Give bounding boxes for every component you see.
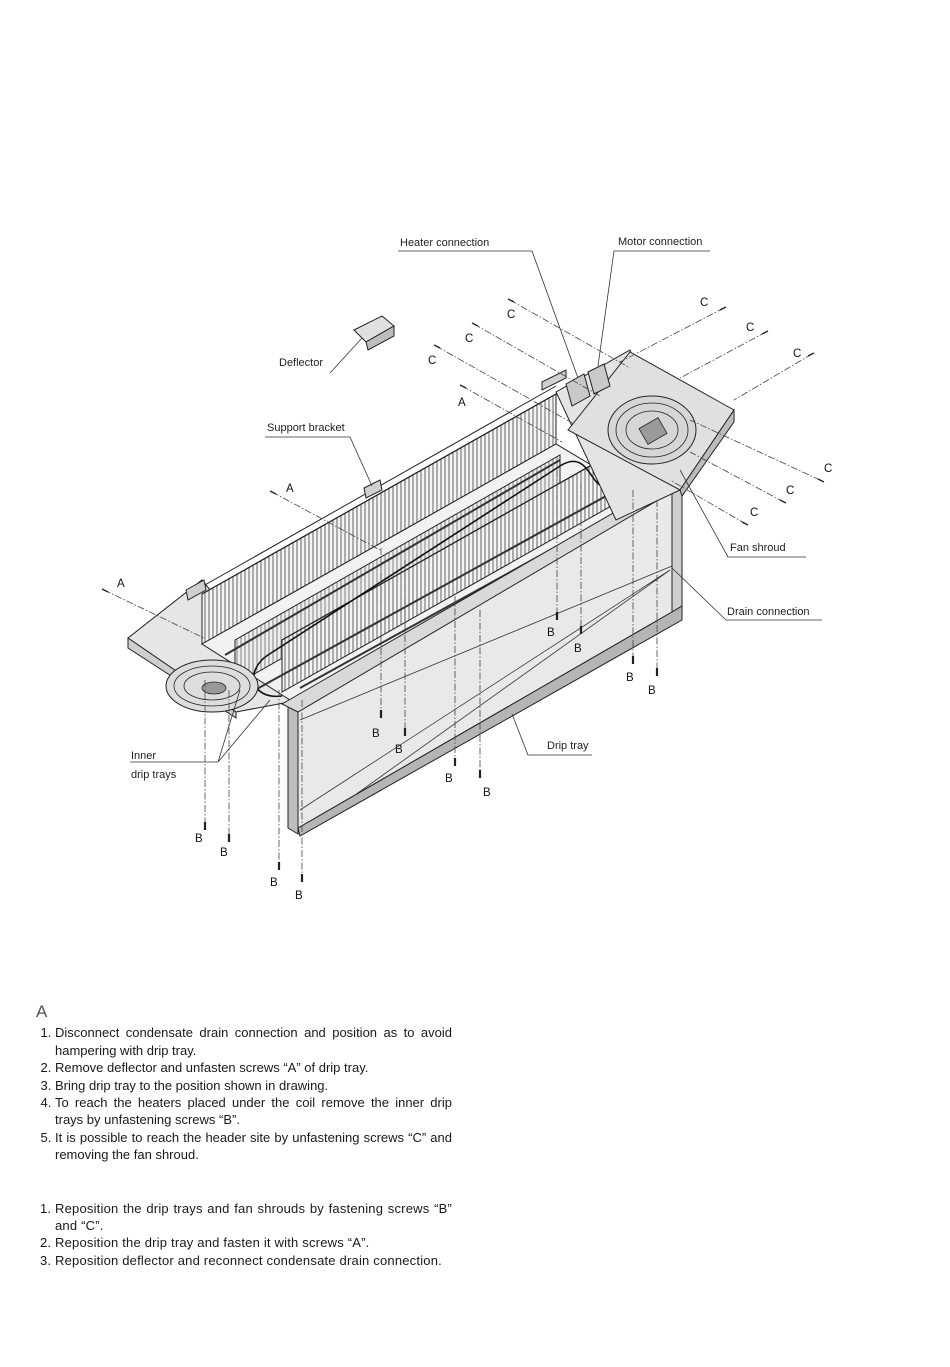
screw-letter-b: B	[395, 744, 403, 756]
removal-step: Remove deflector and unfasten screws “A”…	[55, 1059, 452, 1076]
screw-letter-b: B	[626, 672, 634, 684]
screw-letter-b: B	[445, 773, 453, 785]
reassembly-step: Reposition the drip trays and fan shroud…	[55, 1200, 452, 1235]
screw-letter-b: B	[195, 833, 203, 845]
drip-tray-side	[671, 485, 683, 613]
screw-letter-c: C	[824, 463, 832, 475]
label-deflector: Deflector	[279, 357, 323, 369]
screw-letter-b: B	[372, 728, 380, 740]
removal-step: To reach the heaters placed under the co…	[55, 1094, 452, 1129]
exploded-assembly-diagram: Heater connection Motor connection Defle…	[101, 236, 832, 902]
deflector	[353, 315, 395, 351]
screw-letter-c: C	[786, 485, 794, 497]
right-fan	[607, 395, 697, 465]
screw-letter-c: C	[793, 348, 801, 360]
screw-letter-b: B	[483, 787, 491, 799]
drip-tray-front-rim	[287, 702, 299, 835]
leader-lines	[130, 250, 822, 763]
label-heater-connection: Heater connection	[400, 237, 489, 249]
screw-letter-c: C	[750, 507, 758, 519]
removal-step: Disconnect condensate drain connection a…	[55, 1024, 452, 1059]
screw-letter-b: B	[547, 627, 555, 639]
screw-letter-c: C	[428, 355, 436, 367]
screw-letter-b: B	[295, 890, 303, 902]
label-inner: Inner	[131, 750, 156, 762]
removal-step: It is possible to reach the header site …	[55, 1129, 452, 1164]
screw-letter-a: A	[458, 397, 466, 409]
label-drip-trays: drip trays	[131, 769, 177, 781]
left-fan	[165, 659, 259, 713]
instructions-block: A Disconnect condensate drain connection…	[36, 1003, 452, 1269]
screw-letter-a: A	[286, 483, 294, 495]
label-support-bracket: Support bracket	[267, 422, 345, 434]
section-heading: A	[36, 1002, 48, 1021]
support-bracket	[363, 479, 383, 499]
screw-letter-b: B	[574, 643, 582, 655]
screw-letter-b: B	[648, 685, 656, 697]
screw-letter-c: C	[700, 297, 708, 309]
screw-letter-c: C	[465, 333, 473, 345]
screw-letter-c: C	[746, 322, 754, 334]
connection-boxes	[541, 363, 611, 407]
reassembly-step: Reposition deflector and reconnect conde…	[55, 1252, 452, 1269]
screws-b	[203, 470, 659, 882]
removal-step: Bring drip tray to the position shown in…	[55, 1077, 452, 1094]
screws-c	[433, 298, 825, 526]
label-motor-connection: Motor connection	[618, 236, 702, 248]
label-drain-connection: Drain connection	[727, 606, 810, 618]
screw-letter-b: B	[270, 877, 278, 889]
screw-letter-a: A	[117, 578, 125, 590]
label-fan-shroud: Fan shroud	[730, 542, 786, 554]
reassembly-step: Reposition the drip tray and fasten it w…	[55, 1234, 452, 1251]
label-drip-tray: Drip tray	[547, 740, 589, 752]
screw-letter-b: B	[220, 847, 228, 859]
reassembly-steps-list: Reposition the drip trays and fan shroud…	[36, 1200, 452, 1270]
screws-a	[101, 384, 563, 639]
screw-letter-c: C	[507, 309, 515, 321]
removal-steps-list: Disconnect condensate drain connection a…	[36, 1024, 452, 1163]
